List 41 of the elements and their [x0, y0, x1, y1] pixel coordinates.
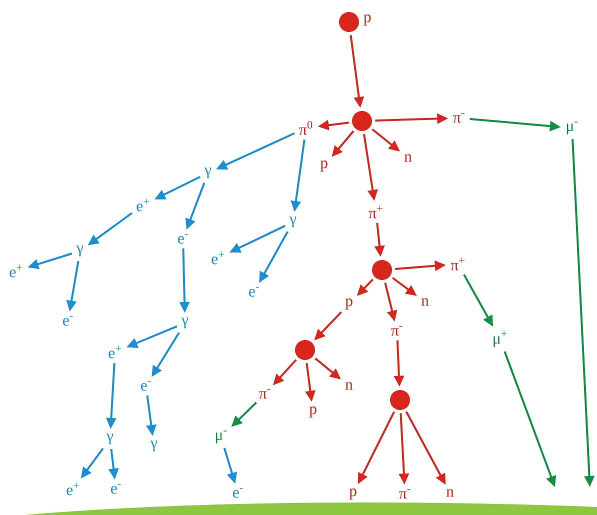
- particle-label: π$^{-}$: [399, 489, 410, 499]
- particle-label: μ$^{-}$: [566, 122, 578, 134]
- particle-label: π$^{0}$: [299, 121, 312, 135]
- particle-dot: [295, 340, 315, 360]
- particle-dot: [352, 111, 372, 131]
- particle-label: e$^{+}$: [212, 252, 224, 264]
- particle-label: γ: [289, 216, 296, 228]
- particle-label: e$^{+}$: [66, 482, 79, 496]
- particle-label: p: [364, 14, 371, 26]
- particle-label: e$^{+}$: [136, 198, 149, 212]
- particle-label: γ: [150, 440, 158, 452]
- particle-label: e$^{-}$: [248, 287, 259, 297]
- particle-label: π$^{-}$: [259, 389, 270, 399]
- particle-label: e$^{-}$: [141, 381, 151, 391]
- particle-label: e$^{-}$: [111, 484, 121, 494]
- particle-label: γ: [106, 434, 114, 444]
- particle-dot: [339, 12, 359, 32]
- particle-label: n: [404, 154, 412, 162]
- particle-dot: [372, 260, 392, 280]
- particle-label: p: [320, 160, 328, 172]
- particle-label: e$^{-}$: [63, 316, 73, 326]
- particle-label: p: [309, 406, 316, 418]
- particle-label: γ: [181, 318, 188, 328]
- particle-label: e$^{+}$: [10, 264, 22, 278]
- particle-dot: [390, 390, 410, 410]
- particle-label: p: [345, 298, 352, 310]
- particle-label: n: [421, 298, 429, 306]
- particle-label: e$^{-}$: [178, 234, 188, 244]
- particle-label: μ$^{-}$: [216, 430, 226, 444]
- particle-label: e$^{-}$: [232, 488, 243, 498]
- particle-label: γ: [76, 246, 84, 256]
- particle-label: π$^{-}$: [391, 326, 402, 336]
- particle-label: p: [349, 488, 356, 500]
- particle-label: e$^{+}$: [108, 346, 121, 358]
- particle-label: γ: [204, 168, 212, 178]
- particle-label: μ$^{+}$: [494, 331, 507, 347]
- particle-label: n: [446, 489, 454, 497]
- particle-label: π$^{+}$: [450, 258, 464, 270]
- particle-label: π$^{+}$: [368, 206, 382, 218]
- particle-label: n: [345, 382, 353, 390]
- particle-label: π$^{-}$: [453, 113, 464, 123]
